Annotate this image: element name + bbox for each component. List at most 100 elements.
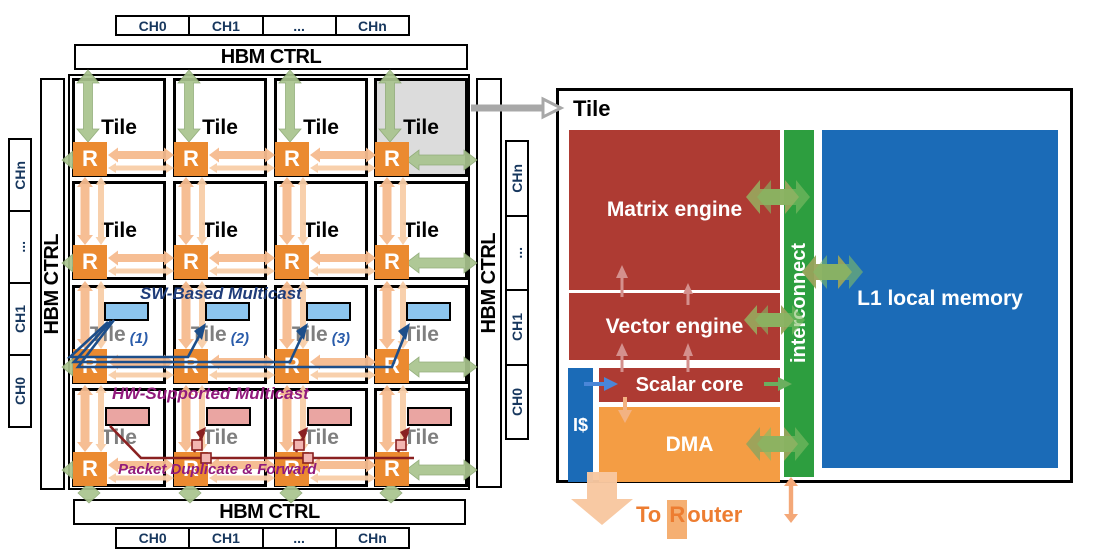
vector-engine-block: Vector engine	[569, 293, 780, 360]
l1-local-memory-block: L1 local memory	[822, 130, 1058, 468]
router-r1c2: R	[174, 142, 208, 176]
sw-multicast-step-label: (3)	[331, 330, 351, 347]
hbm-top-channel-strip: CH0 CH1 ... CHn	[115, 15, 410, 36]
tile-label: Tile	[202, 425, 238, 449]
channel-cell: ...	[10, 212, 30, 284]
tile-label: Tile	[202, 115, 238, 139]
router-label: R	[82, 456, 98, 481]
sw-multicast-lines	[66, 319, 410, 369]
router-r4c1: R	[73, 452, 107, 486]
router-r2c3: R	[275, 245, 309, 279]
sw-multicast-title: SW-Based Multicast	[140, 284, 302, 303]
router-letter-highlight: R	[667, 500, 688, 539]
tile-label: Tile	[101, 218, 137, 242]
tile-label: Tile	[101, 115, 137, 139]
detail-flow-arrows	[584, 265, 792, 423]
hbm-bottom-channel-strip: CH0 CH1 ... CHn	[115, 527, 410, 549]
channel-label: ...	[293, 530, 305, 546]
channel-cell: CHn	[507, 142, 527, 217]
router-label: R	[82, 146, 98, 171]
router-r2c1: R	[73, 245, 107, 279]
tile-zoom-arrow	[471, 96, 565, 120]
router-label: R	[284, 353, 300, 378]
channel-cell: CHn	[10, 140, 30, 212]
tile-label: Tile	[403, 218, 439, 242]
tile-label: Tile	[403, 322, 439, 346]
hbm-ctrl-label: HBM CTRL	[220, 45, 322, 68]
router-r2c2: R	[174, 245, 208, 279]
sw-multicast-buffer	[104, 302, 149, 321]
tile-label: Tile	[202, 218, 238, 242]
channel-cell: CH1	[507, 291, 527, 366]
hw-multicast-title: HW-Supported Multicast	[112, 384, 309, 403]
channel-cell: ...	[264, 529, 337, 547]
instruction-cache-block: I$	[568, 368, 593, 482]
channel-cell: CH1	[10, 284, 30, 356]
hw-multicast-buffer	[307, 407, 352, 426]
dma-block: DMA	[599, 407, 780, 482]
matrix-engine-block: Matrix engine	[569, 130, 780, 290]
tile-label: Tile	[303, 218, 339, 242]
router-label: R	[384, 456, 400, 481]
channel-cell: ...	[507, 217, 527, 291]
channel-label: ...	[293, 17, 305, 34]
hbm-ctrl-left: HBM CTRL	[40, 78, 65, 490]
router-r1c3: R	[275, 142, 309, 176]
to-router-label: To Router	[636, 500, 742, 539]
router-r1c4: R	[375, 142, 409, 176]
hbm-right-channel-strip: CHn ... CH1 CH0	[505, 140, 529, 440]
sw-multicast-buffer	[306, 302, 351, 321]
router-label: R	[284, 146, 300, 171]
hbm-ctrl-top: HBM CTRL	[74, 44, 468, 70]
hbm-bottom-arrows	[77, 482, 403, 504]
router-label: R	[284, 249, 300, 274]
tile-label: Tile	[403, 425, 439, 449]
sw-multicast-step-label: (1)	[129, 330, 149, 347]
scalar-core-block: Scalar core	[599, 368, 780, 402]
router-label: R	[82, 353, 98, 378]
channel-label: CHn	[357, 530, 387, 546]
hw-multicast-buffer	[407, 407, 452, 426]
channel-cell: CH1	[190, 529, 264, 547]
sw-multicast-buffer	[406, 302, 451, 321]
sw-multicast-buffer	[205, 302, 250, 321]
router-label: R	[284, 456, 300, 481]
channel-cell: CH1	[190, 17, 264, 34]
router-r1c1: R	[73, 142, 107, 176]
router-label: R	[183, 353, 199, 378]
channel-cell: CH0	[117, 17, 191, 34]
channel-label: CHn	[357, 17, 387, 34]
channel-label: CH1	[211, 17, 240, 34]
router-r2c4: R	[375, 245, 409, 279]
sw-multicast-step-label: (2)	[230, 330, 250, 347]
router-label: R	[183, 249, 199, 274]
tile-label: Tile	[303, 115, 339, 139]
channel-label: CH0	[138, 17, 167, 34]
router-label: R	[384, 146, 400, 171]
tile-label: Tile	[403, 115, 439, 139]
hbm-left-channel-strip: CHn ... CH1 CH0	[8, 138, 32, 428]
tile-r2c2: Tile	[173, 181, 267, 280]
router-label: R	[384, 249, 400, 274]
router-label: R	[82, 249, 98, 274]
to-router-arrow	[571, 472, 633, 525]
channel-cell: CHn	[337, 17, 408, 34]
tile-grid-border	[68, 74, 470, 490]
interconnect-external-arrow	[784, 477, 798, 523]
tile-detail-title: Tile	[573, 96, 611, 121]
hbm-ctrl-bottom: HBM CTRL	[73, 499, 466, 525]
channel-label: CH0	[138, 530, 167, 546]
router-label: R	[183, 456, 199, 481]
channel-cell: CHn	[337, 529, 408, 547]
hbm-ctrl-right: HBM CTRL	[476, 78, 502, 488]
channel-cell: ...	[264, 17, 337, 34]
hbm-ctrl-label: HBM CTRL	[219, 500, 320, 523]
packet-duplicate-forward-caption: Packet Duplicate & Forward	[118, 461, 317, 478]
tile-label: Tile	[303, 425, 339, 449]
channel-cell: CH0	[117, 529, 191, 547]
hw-multicast-buffer	[206, 407, 251, 426]
detail-bus-arrows	[744, 180, 863, 461]
